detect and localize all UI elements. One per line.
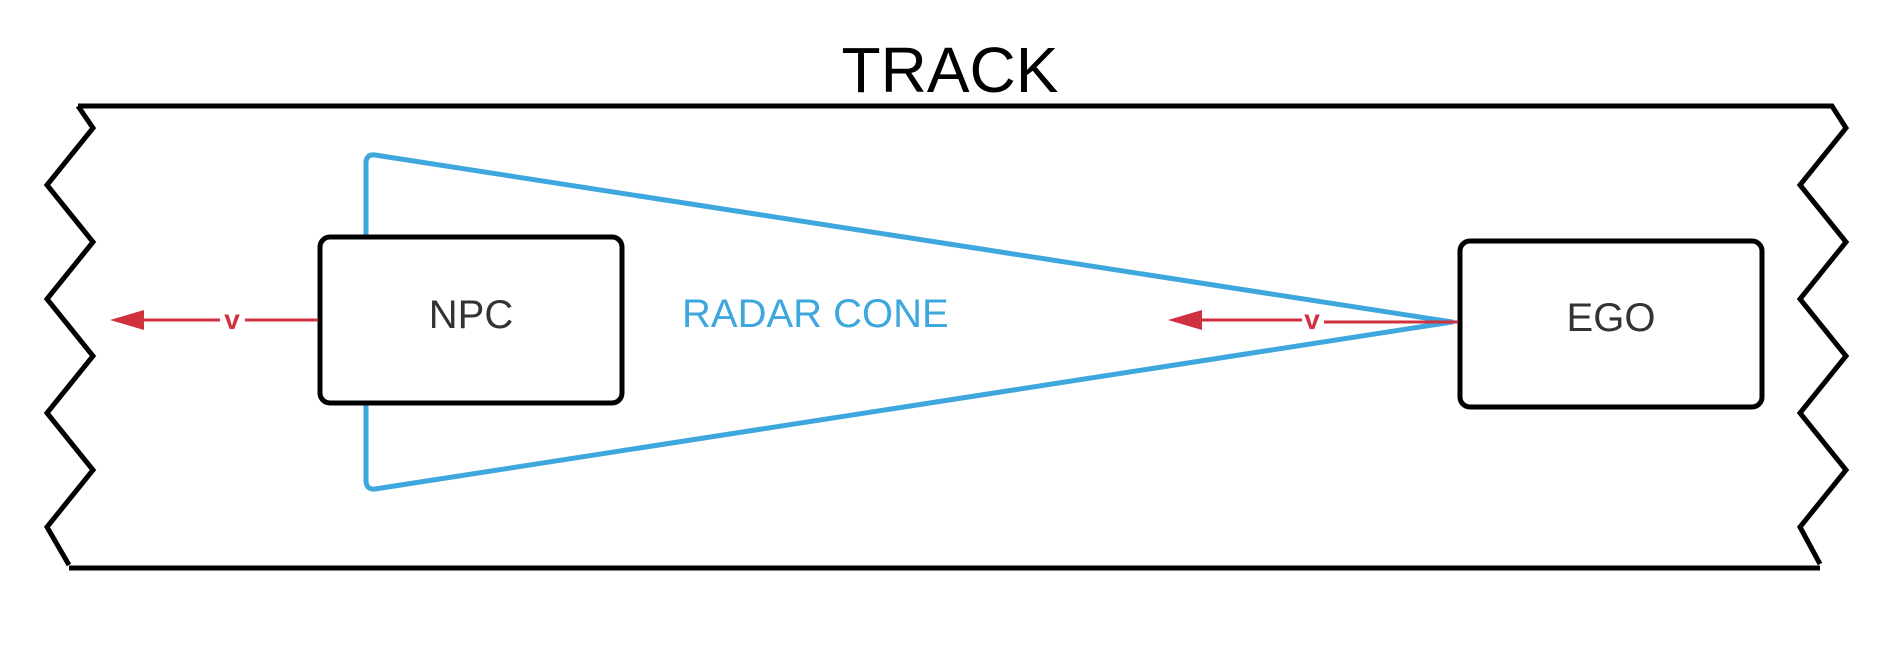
npc-box xyxy=(317,234,625,406)
track-boundary xyxy=(43,103,1850,571)
radar-cone-label: RADAR CONE xyxy=(682,292,949,336)
track-title: TRACK xyxy=(842,34,1059,106)
ego-velocity-label: v xyxy=(1304,304,1320,335)
npc-velocity-arrow xyxy=(110,310,318,330)
npc-arrowhead xyxy=(110,310,144,330)
ego-velocity-arrow xyxy=(1168,310,1458,330)
npc-label: NPC xyxy=(429,293,513,337)
ego-box xyxy=(1457,238,1765,410)
ego-label: EGO xyxy=(1567,296,1656,340)
npc-velocity-label: v xyxy=(224,304,240,335)
ego-arrowhead xyxy=(1168,310,1202,330)
